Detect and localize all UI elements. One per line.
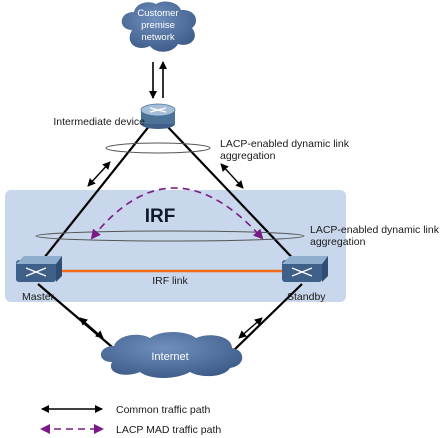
- svg-text:network: network: [141, 32, 175, 43]
- aggregation-middle-label-2: aggregation: [310, 236, 366, 248]
- irf-link-label: IRF link: [152, 275, 188, 287]
- aggregation-top-label-2: aggregation: [220, 150, 276, 162]
- common-path-arrow-right-upper: [220, 163, 244, 189]
- master-switch: [16, 256, 62, 282]
- aggregation-top-label: LACP-enabled dynamic link: [220, 138, 350, 150]
- link-master-internet: [37, 283, 119, 353]
- link-intermediate-master: [35, 124, 151, 269]
- intermediate-device-label: Intermediate device: [53, 116, 145, 128]
- link-intermediate-standby: [165, 124, 303, 269]
- common-path-arrow-right-lower: [238, 317, 263, 339]
- svg-text:Internet: Internet: [151, 351, 188, 363]
- lacp-mad-path: [90, 187, 264, 240]
- svg-text:Customer: Customer: [137, 8, 178, 19]
- standby-switch: [282, 256, 328, 282]
- master-label: Master: [22, 291, 55, 303]
- internet-cloud: Internet: [100, 332, 243, 378]
- common-path-arrow-left-upper: [87, 161, 111, 187]
- intermediate-device: [140, 103, 176, 129]
- standby-label: Standby: [287, 291, 326, 303]
- irf-title: IRF: [145, 206, 176, 227]
- link-standby-internet: [231, 283, 303, 353]
- legend-common-label: Common traffic path: [116, 404, 211, 416]
- svg-text:premise: premise: [141, 20, 175, 31]
- aggregation-middle-label: LACP-enabled dynamic link: [310, 224, 440, 236]
- customer-premise-cloud: Customer premise network: [121, 1, 197, 52]
- legend-mad-label: LACP MAD traffic path: [116, 424, 221, 436]
- irf-box: [5, 190, 346, 302]
- aggregation-ellipse-top: [105, 142, 211, 154]
- common-path-arrow-left-lower: [79, 317, 104, 339]
